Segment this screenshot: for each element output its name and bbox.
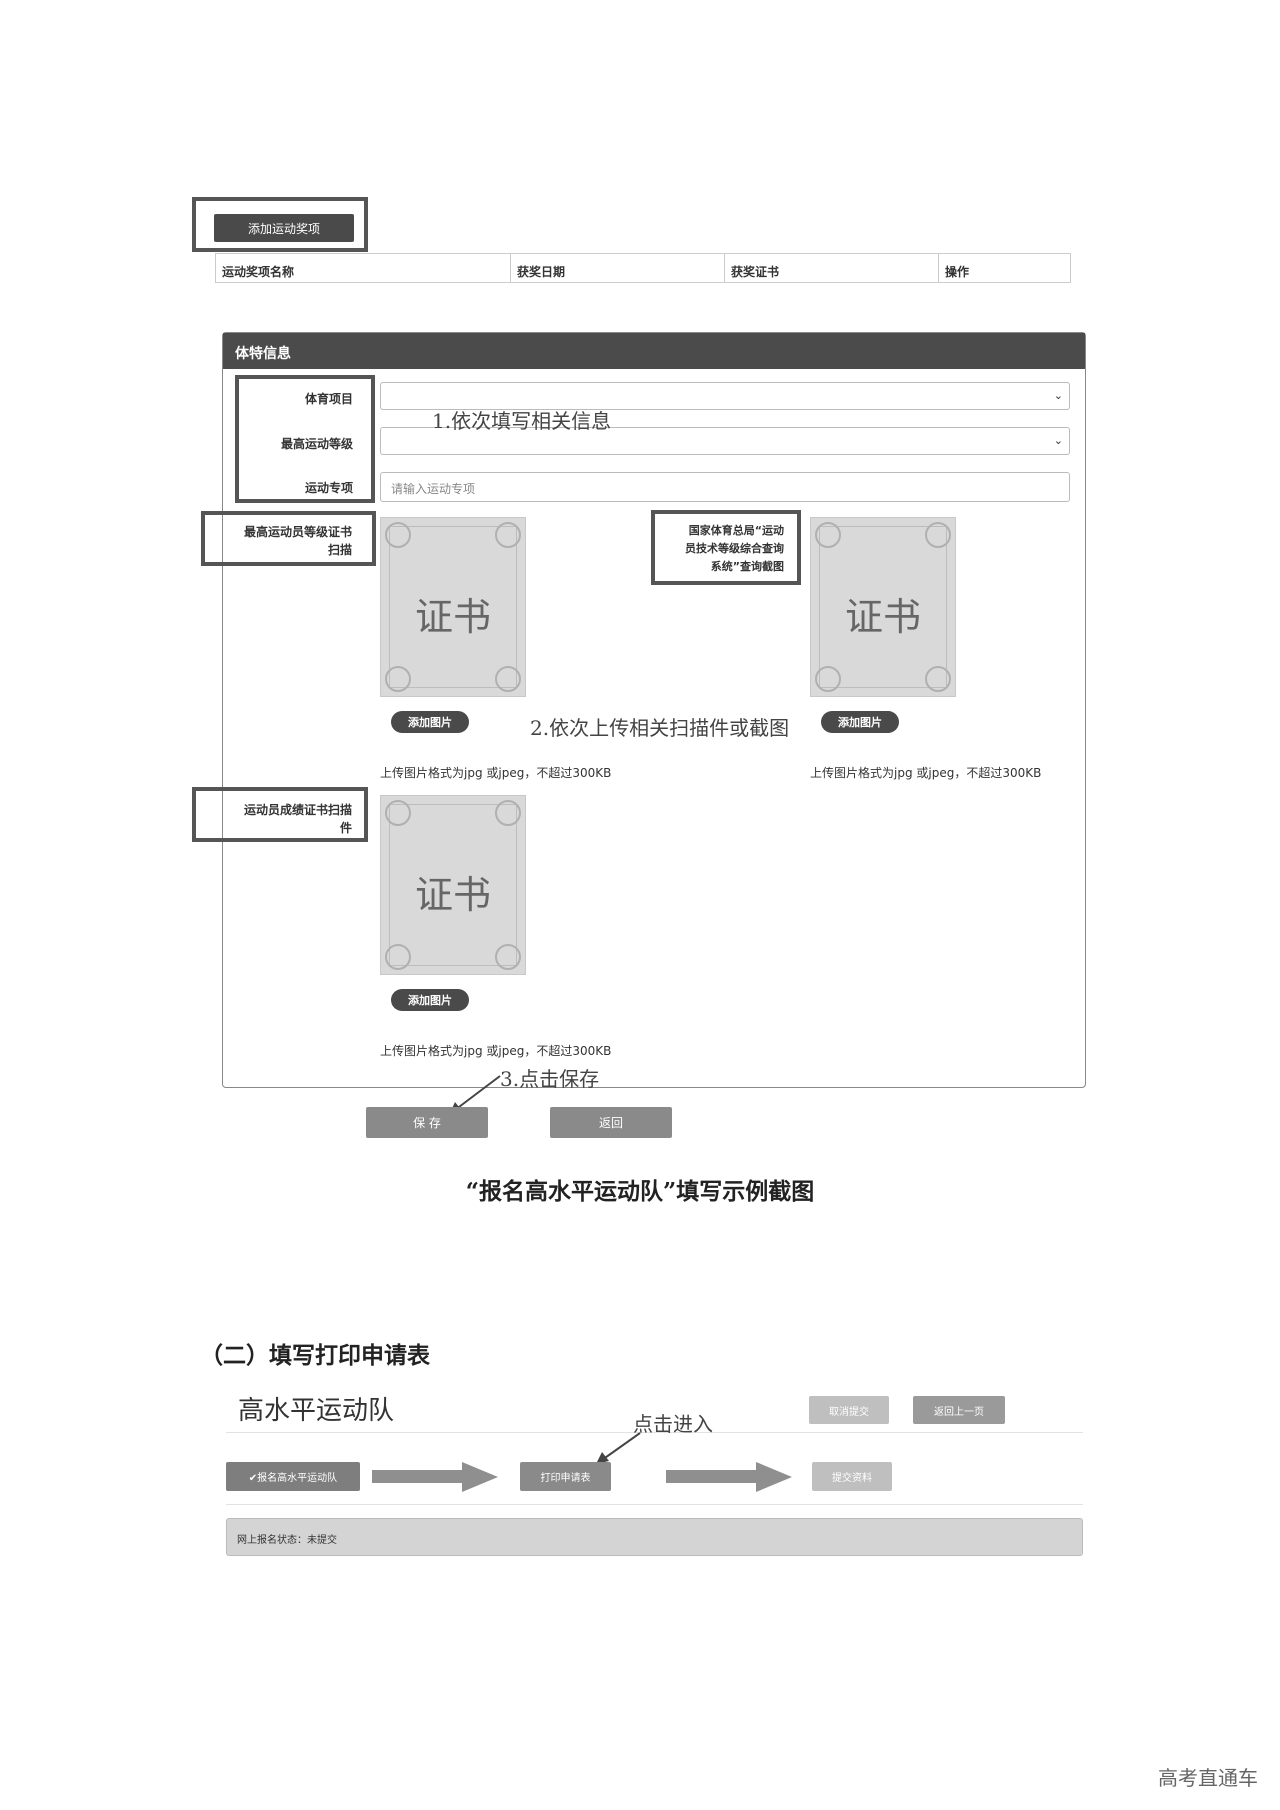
annotation-enter: 点击进入 (633, 1412, 713, 1436)
level-cert-image: 证书 (380, 517, 526, 697)
save-button[interactable]: 保 存 (366, 1107, 488, 1138)
query-screenshot-image: 证书 (810, 517, 956, 697)
cert-text: 证书 (844, 595, 921, 639)
cert-text: 证书 (414, 873, 491, 917)
flow-arrow-head-1 (462, 1462, 498, 1492)
level-select[interactable]: ⌄ (380, 427, 1070, 455)
status-bar: 网上报名状态：未提交 (226, 1518, 1083, 1556)
column-award-cert: 获奖证书 (725, 254, 939, 282)
cancel-submit-button[interactable]: 取消提交 (809, 1396, 889, 1424)
highlight-frame-score-cert (192, 787, 368, 842)
divider (226, 1432, 1083, 1433)
column-award-name: 运动奖项名称 (216, 254, 511, 282)
label-score-cert-line2: 件 (339, 821, 352, 835)
add-image-button-score-cert[interactable]: 添加图片 (391, 989, 469, 1011)
physique-panel: 体特信息 (222, 332, 1086, 1088)
return-prev-button[interactable]: 返回上一页 (913, 1396, 1005, 1424)
column-award-date: 获奖日期 (511, 254, 725, 282)
specialty-input[interactable]: 请输入运动专项 (380, 472, 1070, 502)
flow-arrow-2 (666, 1470, 758, 1483)
footer-watermark: 高考直通车 (1158, 1766, 1258, 1790)
column-actions: 操作 (945, 265, 970, 279)
add-award-button[interactable]: 添加运动奖项 (214, 214, 354, 242)
sport-select[interactable]: ⌄ (380, 382, 1070, 410)
highlight-frame-fields (235, 375, 375, 503)
awards-table-header: 运动奖项名称 获奖日期 获奖证书 操作 (215, 253, 1071, 283)
flow-arrow-1 (372, 1470, 464, 1483)
step-register-button[interactable]: ✔报名高水平运动队 (226, 1462, 360, 1491)
label-level: 最高运动等级 (280, 437, 353, 451)
section-title: （二）填写打印申请表 (200, 1342, 430, 1369)
label-sport: 体育项目 (304, 392, 353, 406)
label-query-screenshot: 国家体育总局“运动 员技术等级综合查询 系统”查询截图 (660, 522, 784, 576)
label-level-cert-line1: 最高运动员等级证书 (243, 525, 352, 539)
score-cert-image: 证书 (380, 795, 526, 975)
chevron-down-icon: ⌄ (1053, 434, 1063, 447)
annotation-step2: 2.依次上传相关扫描件或截图 (530, 716, 790, 740)
label-specialty: 运动专项 (304, 481, 353, 495)
add-image-button-query[interactable]: 添加图片 (821, 711, 899, 733)
divider (226, 1504, 1083, 1505)
label-score-cert-line1: 运动员成绩证书扫描 (243, 803, 352, 817)
back-button[interactable]: 返回 (550, 1107, 672, 1138)
label-level-cert: 最高运动员等级证书 扫描 (210, 523, 352, 559)
panel-title: 体特信息 (223, 333, 1085, 369)
label-score-cert: 运动员成绩证书扫描 件 (200, 801, 352, 837)
highlight-frame-level-cert (201, 511, 376, 566)
label-level-cert-line2: 扫描 (327, 543, 352, 557)
upload-hint-score-cert: 上传图片格式为jpg 或jpeg，不超过300KB (380, 1044, 612, 1058)
label-query-line2: 员技术等级综合查询 (685, 542, 784, 555)
highlight-frame-query (651, 510, 801, 585)
highlight-frame-add-award (192, 197, 368, 252)
label-query-line1: 国家体育总局“运动 (688, 524, 784, 537)
flow-title: 高水平运动队 (238, 1396, 395, 1426)
flow-arrow-head-2 (756, 1462, 792, 1492)
upload-hint-query: 上传图片格式为jpg 或jpeg，不超过300KB (810, 766, 1042, 780)
label-query-line3: 系统”查询截图 (710, 560, 784, 573)
chevron-down-icon: ⌄ (1053, 389, 1063, 402)
upload-hint-level-cert: 上传图片格式为jpg 或jpeg，不超过300KB (380, 766, 612, 780)
annotation-step1: 1.依次填写相关信息 (432, 409, 612, 433)
step-submit-button[interactable]: 提交资料 (812, 1462, 892, 1491)
figure-caption: “报名高水平运动队”填写示例截图 (465, 1178, 815, 1205)
annotation-step3: 3.点击保存 (500, 1067, 600, 1091)
pointer-arrow-icon (596, 1432, 641, 1464)
add-image-button-level-cert[interactable]: 添加图片 (391, 711, 469, 733)
step-print-button[interactable]: 打印申请表 (520, 1462, 611, 1491)
cert-text: 证书 (414, 595, 491, 639)
